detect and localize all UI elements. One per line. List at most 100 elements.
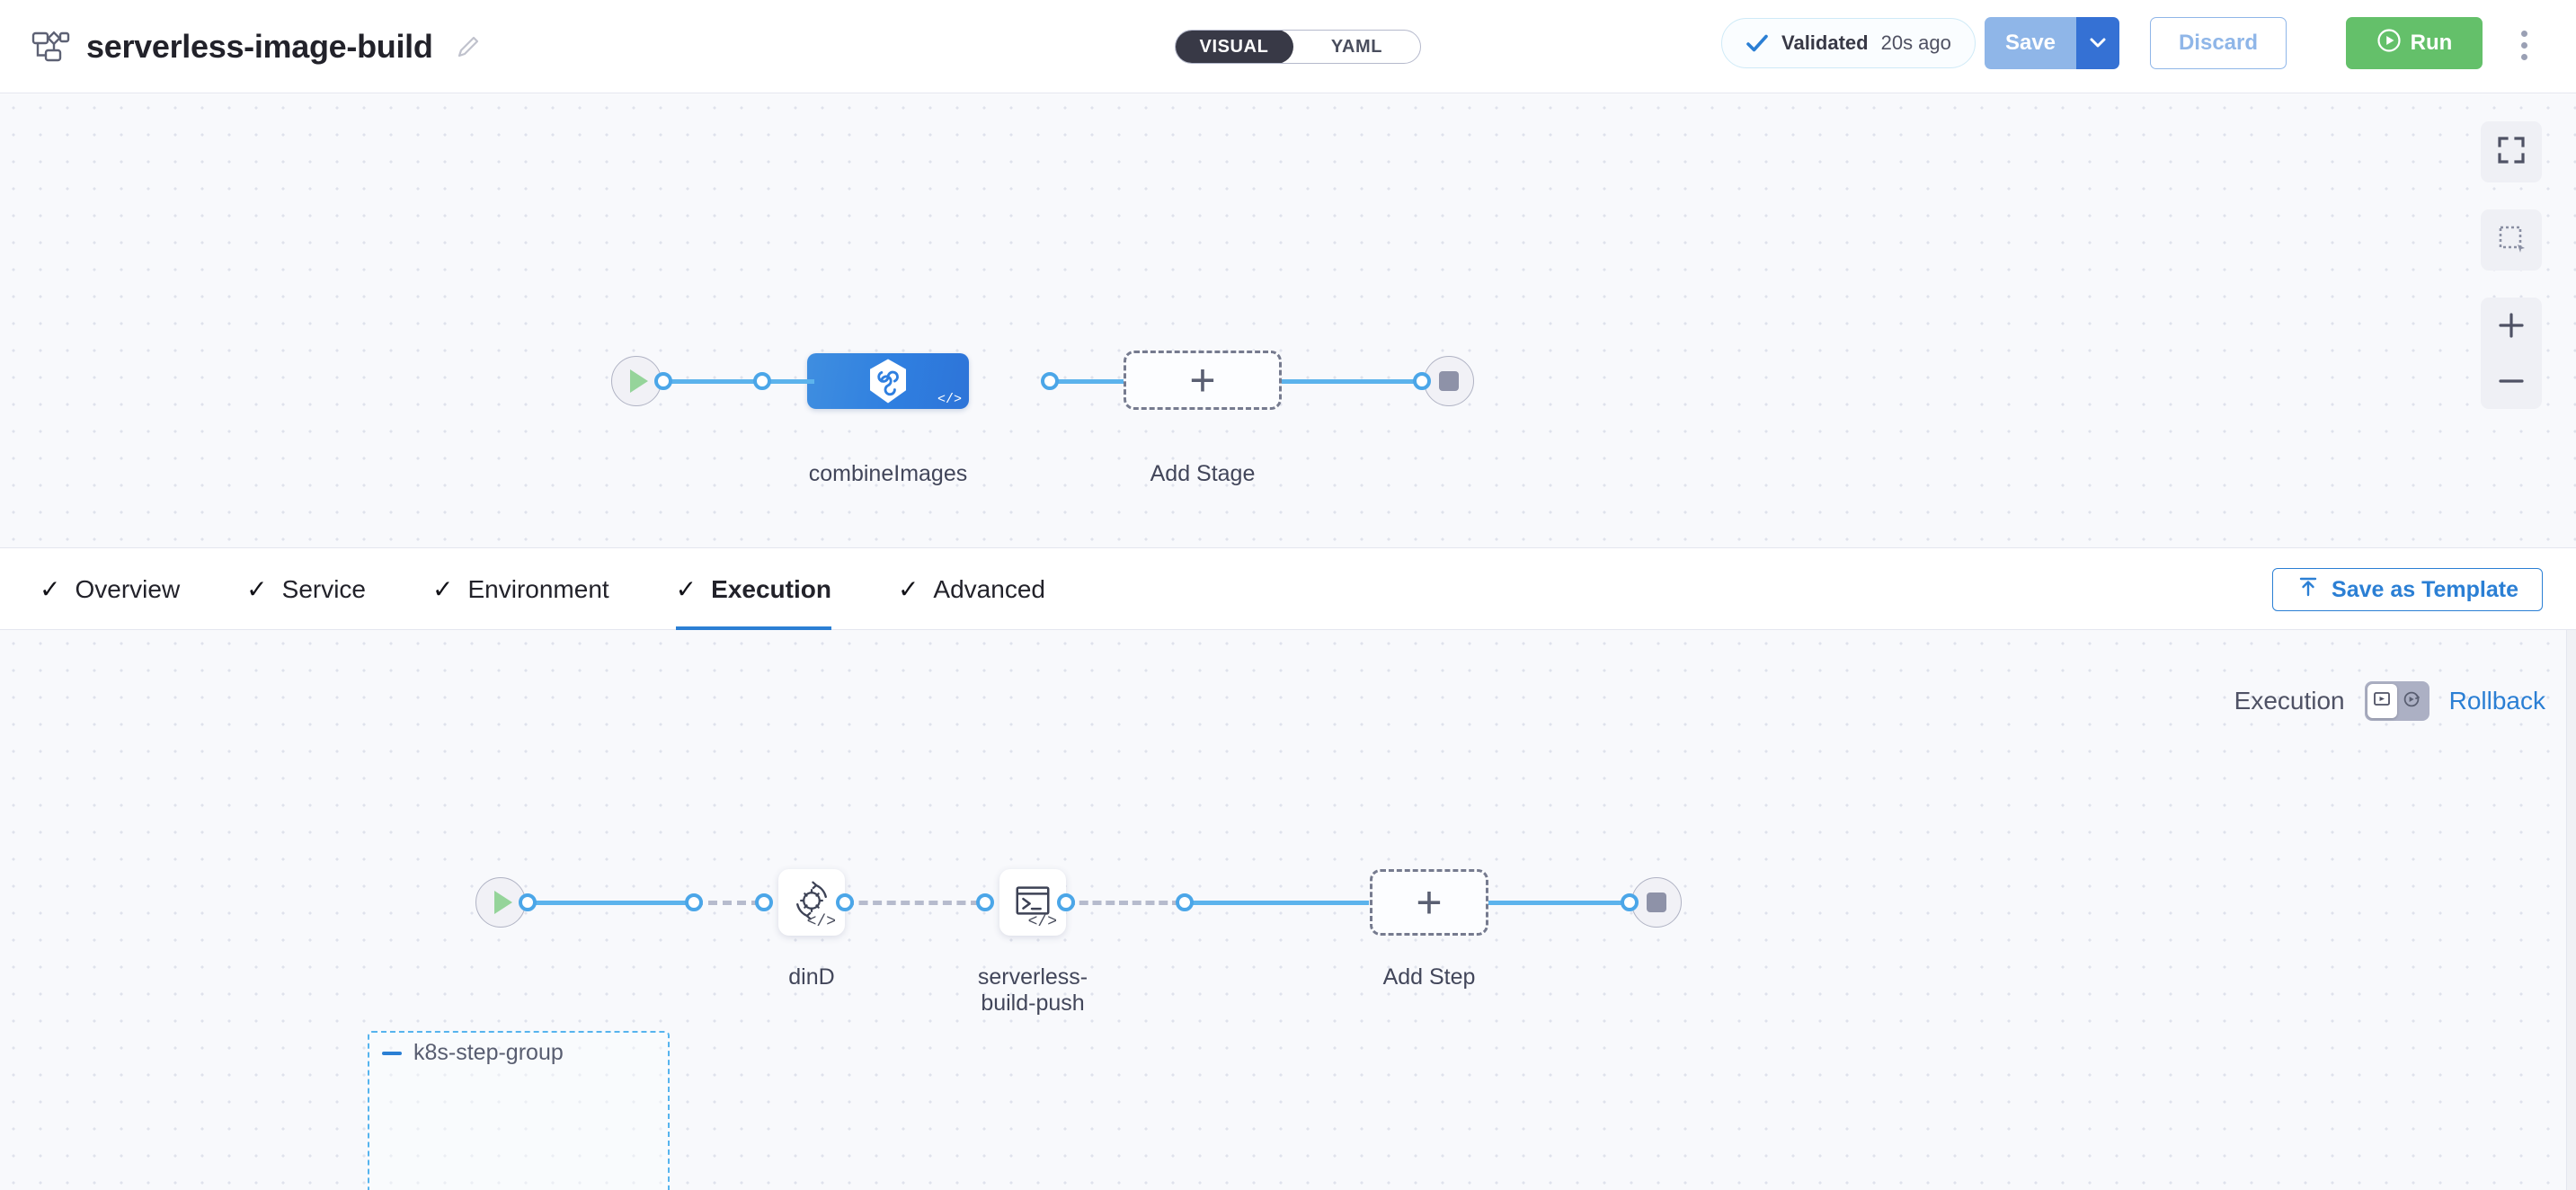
save-button-group[interactable]: Save (1985, 17, 2119, 69)
tab-execution[interactable]: ✓ Execution (675, 548, 832, 631)
check-icon: ✓ (897, 575, 919, 603)
pipeline-stage-canvas[interactable]: </> combineImages + Add Stage (0, 94, 2576, 547)
tab-label: Environment (467, 575, 609, 603)
run-button[interactable]: Run (2346, 17, 2483, 69)
step-node-dind[interactable]: </> (778, 869, 845, 936)
stop-icon (1439, 371, 1459, 391)
discard-button[interactable]: Discard (2150, 17, 2287, 69)
step-code-badge: </> (806, 913, 836, 931)
execution-rollback-switcher: Execution Rol (2234, 681, 2545, 721)
minus-collapse-icon[interactable] (382, 1051, 402, 1055)
group-output-port[interactable] (1176, 893, 1194, 911)
vertical-scrollbar[interactable] (2566, 630, 2576, 1190)
toggle-option-visual[interactable]: VISUAL (1176, 31, 1293, 63)
check-icon: ✓ (246, 575, 268, 603)
tab-advanced[interactable]: ✓ Advanced (898, 548, 1045, 631)
connector-group-to-addstep (1185, 901, 1369, 905)
pipeline-end-node (1424, 356, 1474, 406)
tab-environment[interactable]: ✓ Environment (432, 548, 609, 631)
execution-view-icon (2372, 689, 2392, 714)
connector-buildpush-to-groupout (1066, 901, 1181, 905)
rollback-view-icon (2402, 689, 2421, 714)
zoom-out-button[interactable] (2481, 353, 2542, 409)
end-node-port[interactable] (1413, 372, 1431, 390)
check-icon (1745, 31, 1769, 55)
step-label-dind: dinD (788, 964, 835, 990)
header-left: serverless-image-build (31, 28, 482, 66)
step-label-serverless-build-push: serverless- build-push (977, 964, 1088, 1016)
fullscreen-icon (2496, 135, 2527, 170)
toggle-option-yaml[interactable]: YAML (1330, 36, 1383, 57)
stage-config-tabbar: ✓ Overview ✓ Service ✓ Environment ✓ Exe… (0, 547, 2576, 631)
stage-input-port[interactable] (753, 372, 771, 390)
save-dropdown-button[interactable] (2076, 17, 2119, 69)
execution-label: Execution (2234, 687, 2345, 715)
status-badge: Validated 20s ago (1721, 18, 1976, 68)
add-step-label: Add Step (1382, 964, 1476, 990)
save-as-template-button[interactable]: Save as Template (2272, 568, 2543, 611)
connector-dind-to-buildpush (845, 901, 980, 905)
save-button[interactable]: Save (1985, 17, 2076, 69)
kebab-menu-icon[interactable] (2508, 25, 2540, 65)
tab-service[interactable]: ✓ Service (246, 548, 366, 631)
connector-group-in-to-dind (694, 901, 760, 905)
play-circle-icon (2376, 28, 2402, 59)
rollback-view-option[interactable] (2397, 684, 2427, 718)
pipeline-start-node (611, 356, 662, 406)
pencil-edit-icon[interactable] (455, 33, 482, 60)
zoom-controls (2481, 298, 2542, 409)
add-stage-button[interactable]: + (1124, 351, 1282, 410)
connector-start-to-stage (663, 379, 814, 384)
validated-timestamp: 20s ago (1880, 31, 1951, 54)
canvas-tools (2481, 121, 2542, 409)
execution-end-port[interactable] (1621, 893, 1639, 911)
execution-view-option[interactable] (2367, 684, 2397, 718)
marquee-select-icon (2496, 223, 2527, 258)
check-icon: ✓ (675, 575, 697, 603)
selection-mode-button[interactable] (2481, 209, 2542, 271)
step-group-k8s[interactable]: k8s-step-group (368, 1031, 670, 1190)
buildpush-output-port[interactable] (1057, 893, 1075, 911)
play-icon (494, 891, 512, 914)
execution-steps-canvas[interactable]: Execution Rol (0, 630, 2576, 1190)
gear-rotate-icon (789, 878, 834, 928)
connector-start-to-group (528, 901, 694, 905)
stage-node-combineimages[interactable]: </> (807, 353, 969, 409)
step-group-header[interactable]: k8s-step-group (382, 1040, 564, 1066)
pipeline-diagram-icon (31, 28, 70, 66)
stop-icon (1647, 892, 1666, 912)
step-node-serverless-build-push[interactable]: </> (999, 869, 1066, 936)
dind-output-port[interactable] (836, 893, 854, 911)
validated-label: Validated (1781, 31, 1869, 54)
view-mode-switch[interactable] (2364, 681, 2429, 721)
add-stage-label: Add Stage (1150, 461, 1256, 486)
start-node-port[interactable] (654, 372, 672, 390)
tab-list: ✓ Overview ✓ Service ✓ Environment ✓ Exe… (40, 548, 1112, 631)
zoom-in-button[interactable] (2481, 298, 2542, 353)
dind-input-port[interactable] (755, 893, 773, 911)
tab-label: Execution (711, 575, 831, 603)
tab-label: Overview (75, 575, 181, 603)
rollback-label[interactable]: Rollback (2448, 687, 2545, 715)
stage-output-port[interactable] (1041, 372, 1059, 390)
harness-hexagon-icon (866, 358, 910, 404)
connector-stage-to-addstage (1052, 379, 1124, 384)
execution-end-node (1631, 877, 1682, 928)
buildpush-input-port[interactable] (976, 893, 994, 911)
app-header: serverless-image-build VISUAL YAML Valid… (0, 0, 2576, 93)
play-icon (630, 369, 648, 393)
tab-label: Service (281, 575, 367, 603)
execution-start-port[interactable] (519, 893, 537, 911)
stage-code-badge: </> (937, 392, 962, 407)
upload-template-icon (2296, 575, 2320, 605)
step-group-title: k8s-step-group (413, 1040, 564, 1065)
step-code-badge: </> (1027, 913, 1057, 931)
run-button-label: Run (2410, 31, 2453, 55)
visual-yaml-toggle[interactable]: VISUAL YAML (1175, 30, 1421, 64)
fit-to-screen-button[interactable] (2481, 121, 2542, 182)
add-step-button[interactable]: + (1370, 869, 1488, 936)
terminal-shell-icon (1012, 880, 1053, 926)
group-input-port[interactable] (685, 893, 703, 911)
check-icon: ✓ (432, 575, 454, 603)
tab-overview[interactable]: ✓ Overview (40, 548, 180, 631)
